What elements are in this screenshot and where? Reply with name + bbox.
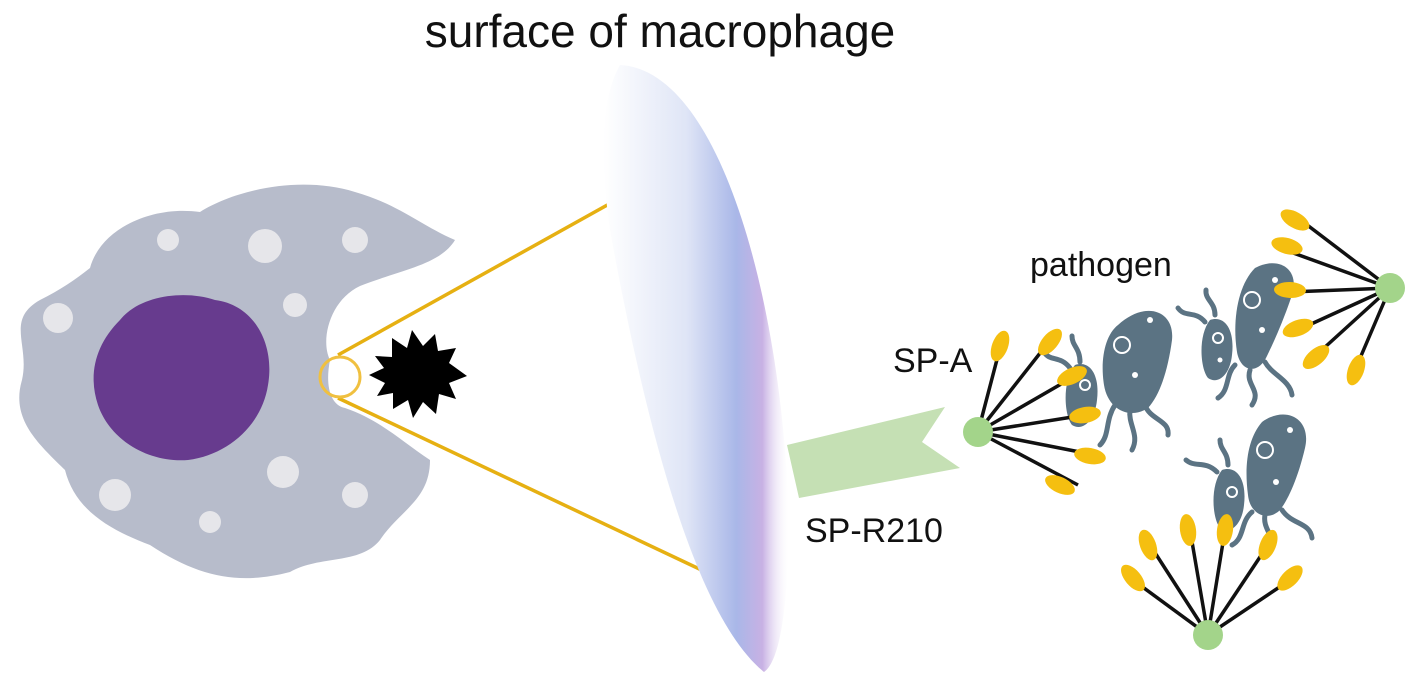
bacterium — [1100, 311, 1172, 450]
sp-r210-label: SP-R210 — [805, 512, 943, 551]
diagram-title: surface of macrophage — [0, 4, 1320, 58]
sp-a-core — [1193, 620, 1223, 650]
macrophage-surface — [603, 65, 788, 672]
vesicle — [199, 511, 221, 533]
vesicle — [43, 303, 73, 333]
bacterium — [1186, 440, 1245, 530]
sp-a-bouquet-bottom — [1117, 513, 1307, 650]
vesicle — [157, 229, 179, 251]
pathogen-label: pathogen — [1030, 246, 1172, 285]
sp-a-label: SP-A — [893, 342, 972, 381]
vesicle — [99, 479, 131, 511]
sp-a-bouquet-right — [1269, 205, 1405, 388]
vesicle — [283, 293, 307, 317]
sp-a-core — [1375, 273, 1405, 303]
vesicle — [342, 482, 368, 508]
vesicle — [342, 227, 368, 253]
bacterium — [1178, 290, 1233, 380]
pathogen-particle — [369, 330, 467, 418]
vesicle — [267, 456, 299, 488]
sp-r210-receptor — [787, 407, 960, 498]
vesicle — [248, 229, 282, 263]
sp-a-core — [963, 417, 993, 447]
sp-a-bouquet-left — [963, 325, 1107, 499]
